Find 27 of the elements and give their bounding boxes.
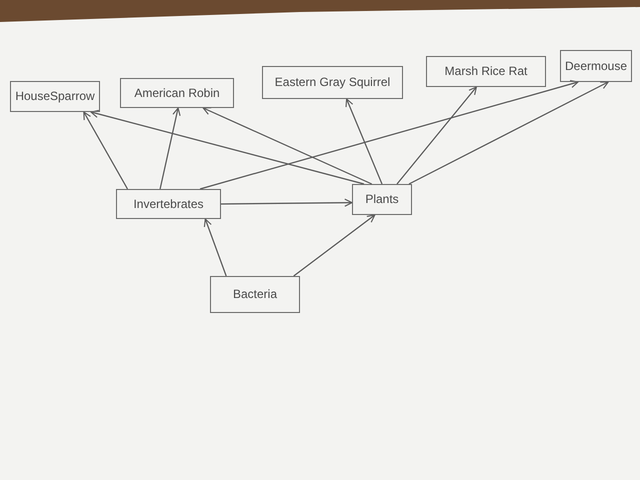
- food-web-box: [426, 56, 546, 87]
- node-label: Deermouse: [564, 58, 628, 74]
- arrow: [200, 80, 579, 190]
- arrow: [202, 107, 372, 185]
- node-label: American Robin: [134, 86, 220, 100]
- node-label: HouseSparrow: [15, 89, 95, 104]
- arrow: [90, 110, 364, 185]
- food-web-box: [120, 78, 234, 108]
- arrow: [346, 98, 383, 184]
- food-web-box: [10, 81, 100, 112]
- food-web-box: [262, 66, 403, 99]
- arrow: [221, 198, 353, 207]
- food-web-box: [560, 50, 632, 82]
- node-label: Invertebrates: [133, 196, 204, 212]
- node-label: Bacteria: [232, 287, 278, 302]
- arrow: [160, 107, 181, 190]
- arrow: [83, 111, 128, 190]
- node-label: Eastern Gray Squirrel: [274, 75, 390, 90]
- food-web-box: [352, 184, 412, 215]
- food-web-box: [210, 276, 300, 313]
- arrow: [293, 214, 376, 276]
- arrow: [396, 86, 477, 184]
- arrow: [408, 81, 609, 185]
- node-label: Marsh Rice Rat: [444, 64, 528, 79]
- node-label: Plants: [365, 192, 399, 207]
- food-web-box: [116, 189, 221, 219]
- arrow: [204, 218, 227, 276]
